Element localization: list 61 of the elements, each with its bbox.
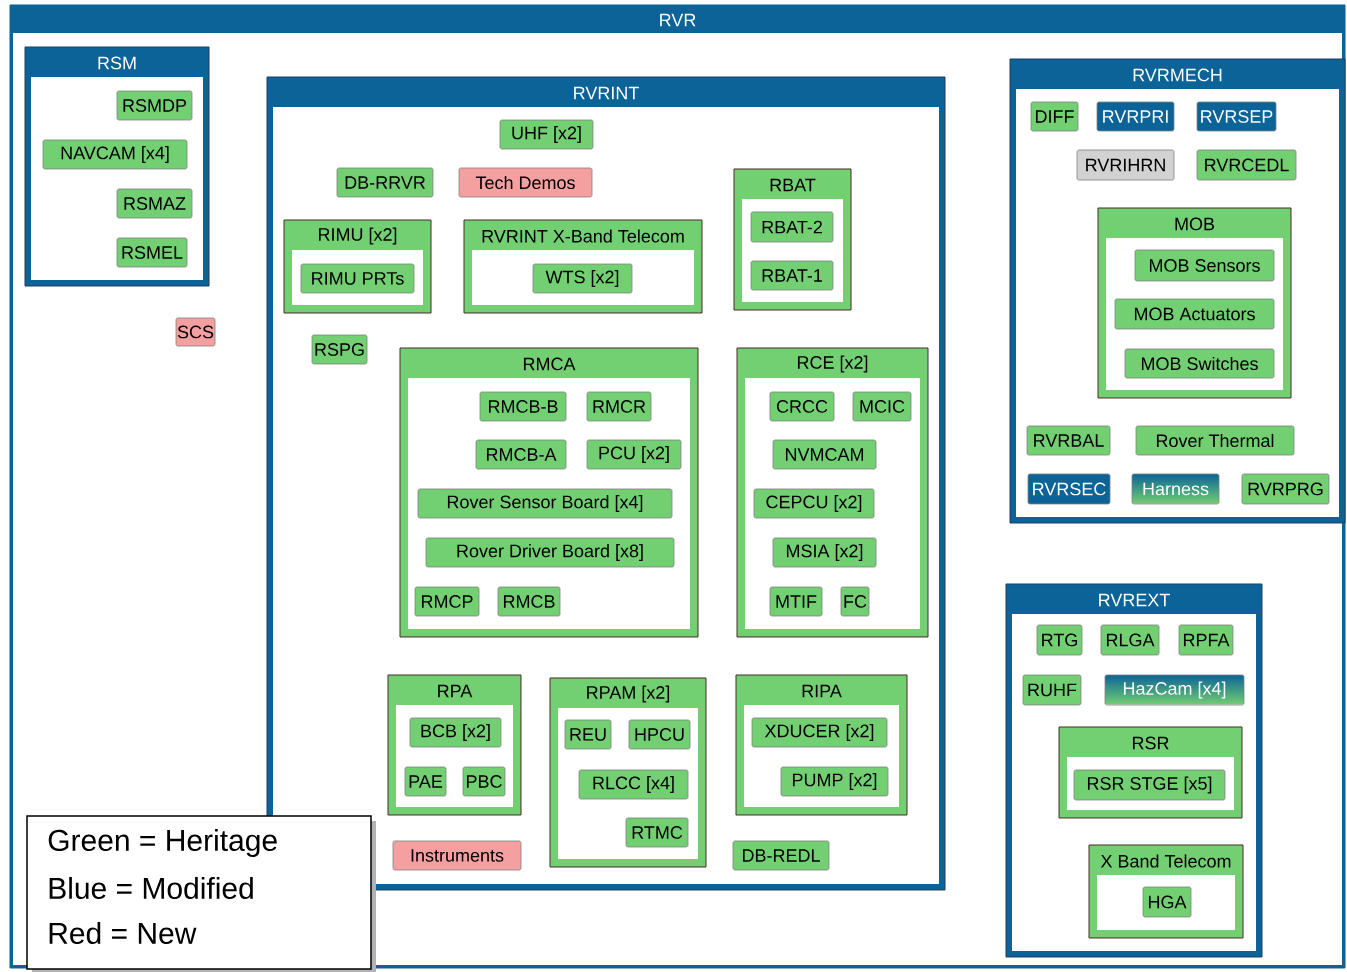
component-box: CEPCU [x2] <box>753 488 875 519</box>
component-box: Harness <box>1131 473 1220 505</box>
component-box: Instruments <box>392 840 522 871</box>
component-box: RPFA <box>1178 624 1234 656</box>
component-box: HGA <box>1142 886 1192 918</box>
legend-entry: Blue = Modified <box>49 877 253 899</box>
component-box: RTMC <box>625 817 689 848</box>
component-box: RLCC [x4] <box>578 769 689 800</box>
component-box: RBAT-1 <box>750 260 834 291</box>
component-box: RMCB-B <box>479 391 567 422</box>
component-box: RVRSEC <box>1027 473 1111 505</box>
component-box: REU <box>564 719 612 750</box>
component-box: Tech Demos <box>458 167 593 198</box>
component-box: MOB Actuators <box>1114 298 1275 330</box>
component-box: RVRSEP <box>1196 101 1277 132</box>
component-box: BCB [x2] <box>409 717 502 748</box>
component-box: RVRPRI <box>1096 101 1175 132</box>
component-box: Rover Thermal <box>1135 425 1295 456</box>
component-box: RMCB <box>497 586 561 617</box>
component-box: RBAT-2 <box>750 211 834 243</box>
component-box: WTS [x2] <box>532 263 633 294</box>
component-box: Rover Sensor Board [x4] <box>417 488 673 519</box>
component-box: NAVCAM [x4] <box>42 139 188 170</box>
component-box: HazCam [x4] <box>1104 674 1245 706</box>
component-box: PBC <box>462 766 506 797</box>
component-box: MOB Switches <box>1124 348 1275 379</box>
component-box: RLGA <box>1100 624 1160 656</box>
component-box: RMCP <box>414 586 480 617</box>
component-box: RSR STGE [x5] <box>1073 769 1226 801</box>
component-box: UHF [x2] <box>499 119 594 150</box>
component-box: MSIA [x2] <box>772 537 877 568</box>
component-box: RSMEL <box>116 237 188 268</box>
component-box: HPCU <box>628 719 691 750</box>
component-box: DB-RRVR <box>336 167 434 198</box>
component-box: RMCR <box>586 391 652 422</box>
component-box: RSMAZ <box>116 188 193 219</box>
component-box: RVRBAL <box>1026 425 1111 456</box>
component-box: PUMP [x2] <box>780 766 889 797</box>
component-box: DB-REDL <box>732 840 830 871</box>
component-box: FC <box>840 586 870 617</box>
component-box: DIFF <box>1030 101 1079 132</box>
component-box: RVRIHRN <box>1076 149 1175 181</box>
component-box: RVRCEDL <box>1196 149 1297 181</box>
legend-entry: Red = New <box>49 922 197 944</box>
component-box: RSPG <box>311 334 368 365</box>
component-box: XDUCER [x2] <box>751 717 888 748</box>
component-box: PCU [x2] <box>586 439 682 470</box>
component-box: RTG <box>1036 624 1083 656</box>
component-box: RUHF <box>1022 674 1082 706</box>
component-box: RIMU PRTs <box>300 263 415 294</box>
component-box: MTIF <box>769 586 823 617</box>
component-box: CRCC <box>769 391 835 422</box>
component-box: NVMCAM <box>772 439 877 470</box>
component-box: MOB Sensors <box>1134 249 1275 282</box>
component-box: RVRPRG <box>1241 473 1330 505</box>
component-box: RSMDP <box>116 90 193 121</box>
component-box: RMCB-A <box>475 439 567 470</box>
component-box: Rover Driver Board [x8] <box>425 537 675 568</box>
component-box: PAE <box>404 766 447 797</box>
component-box: MCIC <box>852 391 912 422</box>
component-box: SCS <box>175 317 216 347</box>
